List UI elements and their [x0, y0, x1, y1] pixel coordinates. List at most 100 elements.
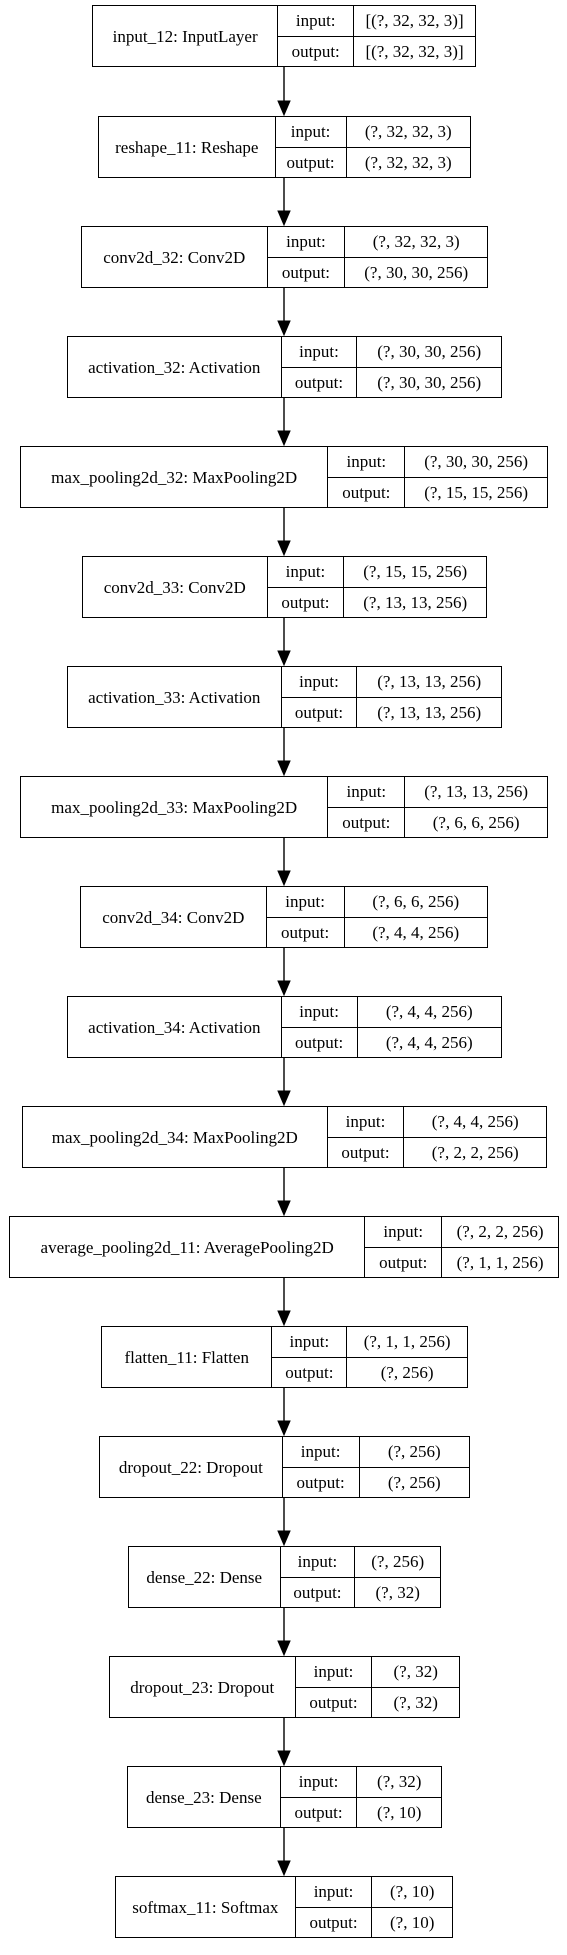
input-shape: (?, 2, 2, 256)	[441, 1216, 559, 1248]
output-label: output:	[265, 916, 345, 948]
input-shape: (?, 256)	[354, 1546, 441, 1578]
output-shape: (?, 32)	[354, 1576, 441, 1608]
output-label: output:	[271, 1356, 348, 1388]
output-label: output:	[266, 256, 346, 288]
output-label: output:	[266, 586, 345, 618]
output-shape: (?, 30, 30, 256)	[344, 256, 488, 288]
layer-name: softmax_11: Softmax	[115, 1876, 296, 1938]
arrow-head-icon	[277, 1420, 291, 1437]
input-label: input:	[294, 1876, 373, 1908]
output-label: output:	[294, 1686, 373, 1718]
arrow-head-icon	[277, 1200, 291, 1217]
input-label: input:	[279, 1766, 358, 1798]
input-label: input:	[266, 226, 346, 258]
output-shape: (?, 1, 1, 256)	[441, 1246, 559, 1278]
layer-name: dropout_23: Dropout	[109, 1656, 296, 1718]
output-label: output:	[294, 1906, 373, 1938]
arrow-head-icon	[277, 320, 291, 337]
input-shape: (?, 32, 32, 3)	[344, 226, 488, 258]
output-shape: (?, 32)	[371, 1686, 460, 1718]
input-shape: (?, 10)	[371, 1876, 453, 1908]
output-shape: (?, 32, 32, 3)	[345, 146, 472, 178]
input-shape: (?, 30, 30, 256)	[356, 336, 502, 368]
input-label: input:	[280, 996, 358, 1028]
layer-name: activation_32: Activation	[67, 336, 282, 398]
arrow-head-icon	[277, 1640, 291, 1657]
arrow-head-icon	[277, 980, 291, 997]
input-shape: (?, 32, 32, 3)	[345, 116, 472, 148]
input-label: input:	[294, 1656, 373, 1688]
output-label: output:	[327, 476, 406, 508]
output-label: output:	[280, 366, 358, 398]
input-shape: (?, 6, 6, 256)	[343, 886, 489, 918]
arrow-head-icon	[277, 1860, 291, 1877]
layer-name: input_12: InputLayer	[91, 5, 279, 67]
output-shape: (?, 4, 4, 256)	[343, 916, 489, 948]
output-label: output:	[279, 1576, 356, 1608]
input-label: input:	[266, 556, 345, 588]
arrow-head-icon	[277, 100, 291, 117]
arrow-head-icon	[277, 650, 291, 667]
input-shape: [(?, 32, 32, 3)]	[353, 5, 476, 37]
layer-name: reshape_11: Reshape	[98, 116, 276, 178]
output-shape: (?, 6, 6, 256)	[404, 806, 548, 838]
output-shape: [(?, 32, 32, 3)]	[353, 35, 476, 67]
input-label: input:	[326, 1106, 405, 1138]
output-label: output:	[280, 1026, 358, 1058]
output-shape: (?, 30, 30, 256)	[356, 366, 502, 398]
output-shape: (?, 256)	[346, 1356, 468, 1388]
layer-name: conv2d_32: Conv2D	[81, 226, 268, 288]
input-label: input:	[277, 5, 355, 37]
input-shape: (?, 30, 30, 256)	[404, 446, 548, 478]
input-shape: (?, 32)	[356, 1766, 442, 1798]
input-shape: (?, 4, 4, 256)	[403, 1106, 547, 1138]
input-shape: (?, 1, 1, 256)	[346, 1326, 468, 1358]
arrow-head-icon	[277, 430, 291, 447]
input-shape: (?, 13, 13, 256)	[356, 666, 502, 698]
input-label: input:	[271, 1326, 348, 1358]
input-label: input:	[280, 336, 358, 368]
input-label: input:	[327, 446, 406, 478]
layer-name: conv2d_34: Conv2D	[80, 886, 267, 948]
input-shape: (?, 15, 15, 256)	[343, 556, 487, 588]
output-shape: (?, 13, 13, 256)	[356, 696, 502, 728]
output-shape: (?, 10)	[371, 1906, 453, 1938]
output-shape: (?, 2, 2, 256)	[403, 1136, 547, 1168]
layer-name: average_pooling2d_11: AveragePooling2D	[8, 1216, 366, 1278]
input-label: input:	[274, 116, 347, 148]
layer-name: max_pooling2d_34: MaxPooling2D	[22, 1106, 328, 1168]
output-label: output:	[277, 35, 355, 67]
layer-name: flatten_11: Flatten	[100, 1326, 273, 1388]
arrow-head-icon	[277, 1530, 291, 1547]
layer-name: dropout_22: Dropout	[99, 1436, 283, 1498]
input-shape: (?, 13, 13, 256)	[404, 776, 548, 808]
output-label: output:	[280, 696, 358, 728]
layer-name: max_pooling2d_32: MaxPooling2D	[19, 446, 329, 508]
output-label: output:	[274, 146, 347, 178]
arrow-head-icon	[277, 760, 291, 777]
input-label: input:	[279, 1546, 356, 1578]
layer-name: dense_23: Dense	[127, 1766, 281, 1828]
layer-name: max_pooling2d_33: MaxPooling2D	[19, 776, 329, 838]
arrow-head-icon	[277, 1090, 291, 1107]
input-label: input:	[281, 1436, 360, 1468]
output-shape: (?, 15, 15, 256)	[404, 476, 548, 508]
output-label: output:	[281, 1466, 360, 1498]
